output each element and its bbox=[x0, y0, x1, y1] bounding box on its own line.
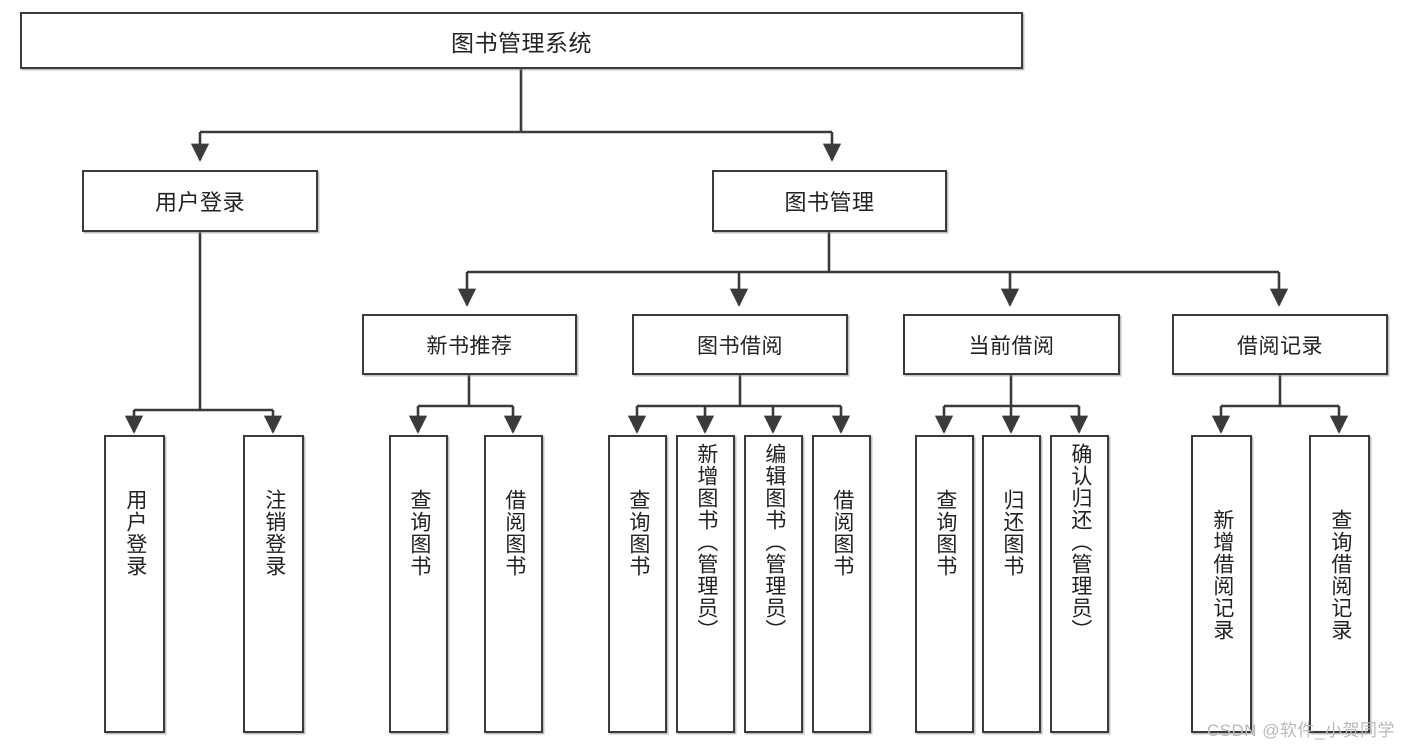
node-leaf-borrow-book-1[interactable]: 借阅图书 bbox=[484, 435, 543, 733]
node-new-book-recommend[interactable]: 新书推荐 bbox=[362, 314, 577, 375]
node-root-system[interactable]: 图书管理系统 bbox=[20, 12, 1023, 69]
node-user-login[interactable]: 用户登录 bbox=[82, 170, 318, 232]
node-book-management[interactable]: 图书管理 bbox=[712, 170, 947, 232]
node-label: 用户登录 bbox=[123, 489, 147, 577]
node-leaf-borrow-book-2[interactable]: 借阅图书 bbox=[812, 435, 871, 733]
node-label: 借阅图书 bbox=[830, 489, 854, 577]
node-leaf-edit-book[interactable]: 编辑图书（管理员） bbox=[744, 435, 803, 733]
node-label: 确认归还（管理员） bbox=[1068, 443, 1092, 641]
node-leaf-user-login[interactable]: 用户登录 bbox=[104, 435, 165, 733]
node-label: 借阅图书 bbox=[502, 489, 526, 577]
node-label: 用户登录 bbox=[154, 190, 245, 215]
node-label: 图书管理 bbox=[784, 190, 875, 215]
node-label: 编辑图书（管理员） bbox=[762, 443, 786, 641]
node-leaf-add-record[interactable]: 新增借阅记录 bbox=[1191, 435, 1252, 733]
node-label: 新增图书（管理员） bbox=[694, 443, 718, 641]
node-leaf-confirm-return[interactable]: 确认归还（管理员） bbox=[1050, 435, 1109, 733]
node-leaf-query-book-3[interactable]: 查询图书 bbox=[915, 435, 974, 733]
node-label: 注销登录 bbox=[262, 489, 286, 577]
node-label: 当前借阅 bbox=[968, 334, 1055, 358]
node-label: 借阅记录 bbox=[1237, 334, 1323, 358]
node-leaf-user-logout[interactable]: 注销登录 bbox=[243, 435, 304, 733]
node-label: 查询图书 bbox=[626, 489, 650, 577]
node-label: 查询借阅记录 bbox=[1328, 509, 1352, 641]
node-leaf-return-book[interactable]: 归还图书 bbox=[982, 435, 1041, 733]
node-label: 归还图书 bbox=[1000, 489, 1024, 577]
node-label: 新书推荐 bbox=[426, 334, 513, 358]
csdn-watermark: CSDN @软件_小贺同学 bbox=[1206, 721, 1395, 740]
node-label: 查询图书 bbox=[407, 489, 431, 577]
node-leaf-query-book-2[interactable]: 查询图书 bbox=[608, 435, 667, 733]
node-book-borrow[interactable]: 图书借阅 bbox=[632, 314, 848, 375]
node-label: 图书管理系统 bbox=[451, 29, 592, 56]
node-label: 图书借阅 bbox=[697, 334, 783, 358]
node-label: 查询图书 bbox=[933, 489, 957, 577]
node-label: 新增借阅记录 bbox=[1210, 509, 1234, 641]
node-leaf-query-record[interactable]: 查询借阅记录 bbox=[1309, 435, 1370, 733]
node-current-borrow[interactable]: 当前借阅 bbox=[903, 314, 1120, 375]
node-leaf-query-book-1[interactable]: 查询图书 bbox=[389, 435, 448, 733]
node-borrow-record[interactable]: 借阅记录 bbox=[1172, 314, 1388, 375]
node-leaf-add-book[interactable]: 新增图书（管理员） bbox=[676, 435, 735, 733]
